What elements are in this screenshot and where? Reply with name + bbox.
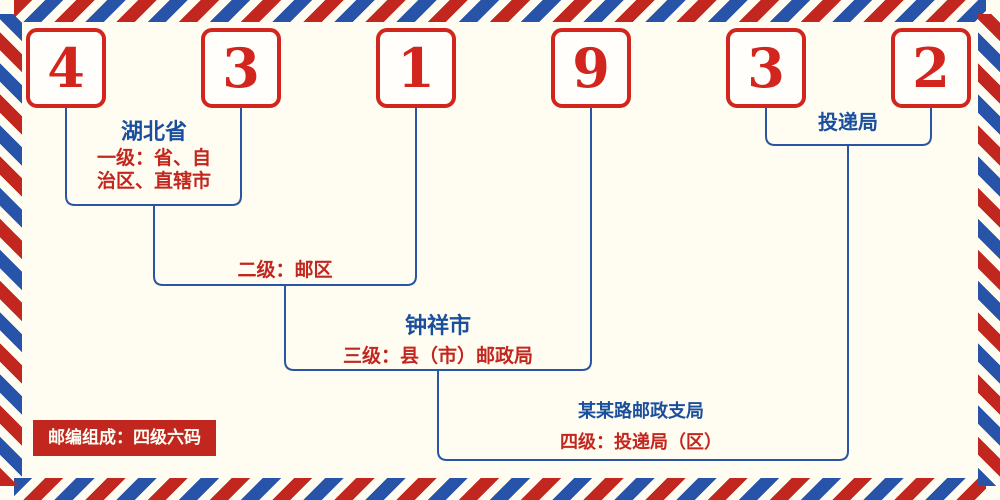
city-name: 钟祥市 <box>404 314 472 339</box>
level3-label: 三级：县（市）邮政局 <box>342 345 534 367</box>
delivery-office-label: 投递局 <box>818 110 878 134</box>
level4-label: 四级：投递局（区） <box>560 432 722 453</box>
digit-5: 3 <box>747 36 785 100</box>
level1-label: 一级：省、自 治区、直辖市 <box>97 147 211 193</box>
digit-box-1: 4 <box>26 28 106 108</box>
composition-badge: 邮编组成：四级六码 <box>33 420 216 457</box>
province-name: 湖北省 <box>120 120 188 145</box>
level2-label: 二级：邮区 <box>237 259 333 281</box>
airmail-border-left <box>0 14 22 486</box>
airmail-border-right <box>978 14 1000 486</box>
digit-box-3: 1 <box>376 28 456 108</box>
digit-box-6: 2 <box>891 28 971 108</box>
digit-box-2: 3 <box>201 28 281 108</box>
digit-6: 2 <box>912 36 950 100</box>
level1-label-line1: 一级：省、自 <box>96 147 212 169</box>
branch-office-name: 某某路邮政支局 <box>578 401 704 422</box>
digit-2: 3 <box>222 36 260 100</box>
digit-3: 1 <box>397 36 435 100</box>
bracket-digits-5-6 <box>765 100 932 146</box>
airmail-border-top <box>14 0 986 22</box>
level1-label-line2: 治区、直辖市 <box>96 170 212 192</box>
airmail-border-bottom <box>14 478 986 500</box>
digit-box-4: 9 <box>551 28 631 108</box>
digit-1: 4 <box>47 36 85 100</box>
digit-box-5: 3 <box>726 28 806 108</box>
level4-connector <box>437 145 849 461</box>
digit-4: 9 <box>572 36 610 100</box>
